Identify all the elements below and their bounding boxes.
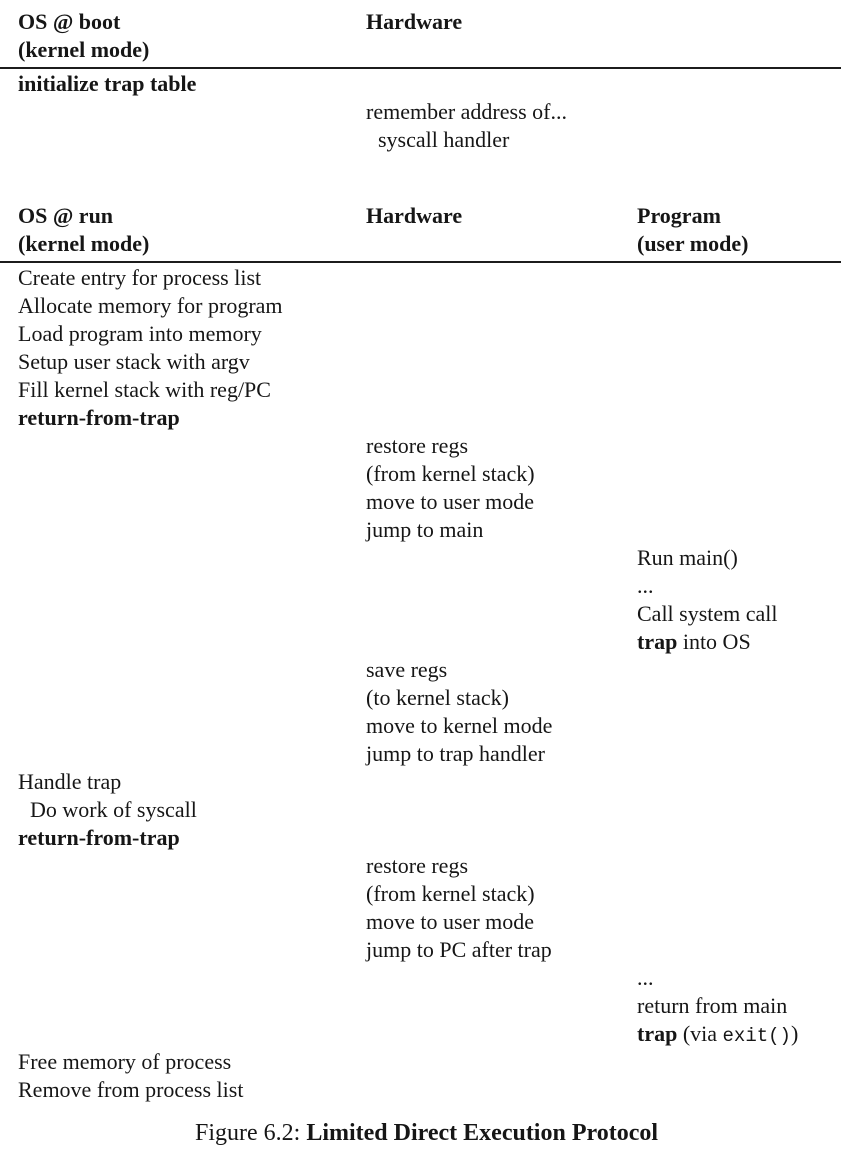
protocol-line: Call system call (637, 601, 778, 626)
boot-table-rule (0, 67, 841, 69)
os-step-handle-trap: Handle trap Do work of syscall return-fr… (18, 768, 853, 852)
protocol-line: initialize trap table (18, 71, 197, 96)
protocol-line: return-from-trap (18, 825, 180, 850)
run-table-rule (0, 261, 841, 263)
protocol-line: trap (via exit()) (637, 1020, 853, 1048)
protocol-line: trap into OS (637, 628, 853, 656)
line-rest: into OS (677, 629, 751, 654)
caption-title: Limited Direct Execution Protocol (306, 1120, 659, 1146)
hw-step-restore-main: restore regs (from kernel stack) move to… (366, 432, 853, 544)
hw-boot-step-remember: remember address of... syscall handler (366, 98, 853, 154)
protocol-line: jump to main (366, 517, 484, 542)
header-line: (user mode) (637, 231, 749, 256)
protocol-line: Fill kernel stack with reg/PC (18, 377, 271, 402)
prog-step-run-main: Run main() ... Call system call trap int… (637, 544, 853, 656)
trap-keyword: trap (637, 629, 678, 654)
header-line: Hardware (366, 203, 463, 228)
protocol-line: (to kernel stack) (366, 685, 509, 710)
header-hardware-run: Hardware (366, 202, 462, 230)
header-line: (kernel mode) (18, 231, 150, 256)
hw-step-restore-return: restore regs (from kernel stack) move to… (366, 852, 853, 964)
protocol-line: return-from-trap (18, 405, 180, 430)
protocol-line: jump to PC after trap (366, 937, 552, 962)
line-rest: (via (677, 1021, 723, 1046)
boot-table-header: OS @ boot (kernel mode) Hardware (0, 8, 853, 64)
protocol-line: Free memory of process (18, 1049, 232, 1074)
header-os-run: OS @ run (kernel mode) (18, 202, 149, 258)
protocol-line: move to user mode (366, 909, 535, 934)
run-table-header: OS @ run (kernel mode) Hardware Program … (0, 202, 853, 258)
protocol-line: restore regs (366, 433, 469, 458)
exit-call-code: exit() (722, 1025, 791, 1047)
protocol-line: Load program into memory (18, 321, 262, 346)
header-program: Program (user mode) (637, 202, 748, 258)
line-rest: ) (790, 1021, 799, 1046)
header-os-boot: OS @ boot (kernel mode) (18, 8, 149, 64)
header-line: (kernel mode) (18, 37, 150, 62)
protocol-line: Create entry for process list (18, 265, 262, 290)
header-line: Hardware (366, 9, 463, 34)
protocol-line: (from kernel stack) (366, 461, 535, 486)
protocol-line: (from kernel stack) (366, 881, 535, 906)
prog-step-return: ... return from main trap (via exit()) (637, 964, 853, 1048)
section-gap (0, 154, 853, 202)
caption-label: Figure 6.2: (194, 1120, 301, 1146)
protocol-line: jump to trap handler (366, 741, 546, 766)
protocol-line: move to kernel mode (366, 713, 553, 738)
protocol-line: move to user mode (366, 489, 535, 514)
protocol-line: ... (637, 965, 654, 990)
figure-caption: Figure 6.2: Limited Direct Execution Pro… (0, 1118, 853, 1148)
protocol-line: syscall handler (378, 127, 510, 152)
os-step-cleanup: Free memory of process Remove from proce… (18, 1048, 853, 1104)
protocol-line: remember address of... (366, 99, 567, 124)
os-step-setup: Create entry for process list Allocate m… (18, 264, 853, 432)
protocol-line: Run main() (637, 545, 738, 570)
header-line: OS @ run (18, 203, 114, 228)
header-hardware-boot: Hardware (366, 8, 462, 36)
protocol-line: Do work of syscall (30, 797, 197, 822)
protocol-line: Setup user stack with argv (18, 349, 250, 374)
protocol-line: Remove from process list (18, 1077, 244, 1102)
hw-step-save: save regs (to kernel stack) move to kern… (366, 656, 853, 768)
protocol-line: Handle trap (18, 769, 122, 794)
protocol-line: ... (637, 573, 654, 598)
protocol-line: save regs (366, 657, 448, 682)
header-line: Program (637, 203, 721, 228)
protocol-line: Allocate memory for program (18, 293, 283, 318)
protocol-line: return from main (637, 993, 788, 1018)
header-line: OS @ boot (18, 9, 121, 34)
trap-keyword: trap (637, 1021, 678, 1046)
os-boot-step-initialize: initialize trap table (18, 70, 853, 98)
protocol-line: restore regs (366, 853, 469, 878)
